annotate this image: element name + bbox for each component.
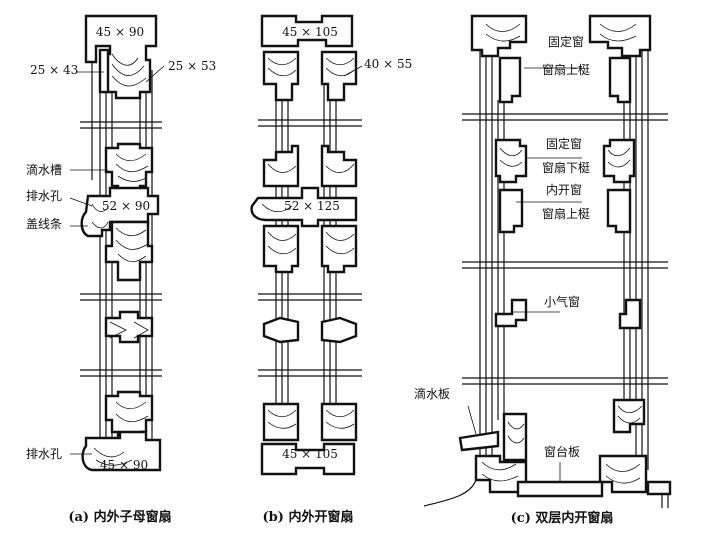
panel-b-glass-bars bbox=[258, 119, 362, 377]
panel-b-bottom-right-sash bbox=[320, 402, 358, 442]
panel-c-sash-top-rail-1: 窗扇上梃 bbox=[542, 62, 590, 77]
panel-a-top-dim: 45 × 90 bbox=[96, 25, 144, 39]
panel-c-sash-top-rail-2: 窗扇上梃 bbox=[542, 206, 590, 221]
panel-b-mid-left-sash bbox=[262, 144, 300, 188]
panel-b: 45 × 105 40 × 55 52 × 125 45 × 105 (b) 内… bbox=[250, 14, 412, 525]
panel-a-right-dim: 25 × 53 bbox=[168, 59, 216, 73]
panel-c-low-left-sash bbox=[502, 412, 528, 462]
panel-c-leaders bbox=[467, 67, 582, 482]
panel-a-glass-bars bbox=[80, 121, 162, 377]
panel-c-wall-outline bbox=[423, 479, 669, 508]
panel-a-mid-member bbox=[80, 186, 160, 238]
panel-c-transom-right bbox=[618, 298, 642, 330]
panel-a-bottom-member bbox=[81, 430, 162, 472]
panel-a-drain-hole-2: 排水孔 bbox=[26, 447, 62, 461]
panel-a-member-2 bbox=[104, 142, 154, 192]
panel-c-low-right-sash bbox=[612, 398, 646, 434]
panel-b-lower-right-sash bbox=[320, 224, 358, 274]
panel-c-fixed-window-2: 固定窗 bbox=[546, 136, 582, 151]
panel-b-mid-left-bead bbox=[262, 316, 300, 344]
panel-a-mid-dim: 52 × 90 bbox=[102, 199, 150, 213]
panel-a-member-4 bbox=[104, 310, 154, 344]
panel-c-caption: (c) 双层内开窗扇 bbox=[511, 510, 614, 526]
panel-c-bottom-right-frame bbox=[598, 454, 648, 494]
panel-b-caption: (b) 内外开窗扇 bbox=[263, 509, 354, 525]
panel-c-top-left-frame bbox=[470, 14, 528, 58]
panel-a: 45 × 90 25 × 43 25 × 53 滴水槽 排水孔 52 × 90 … bbox=[26, 14, 216, 525]
panel-c-top-right-frame bbox=[588, 14, 652, 58]
panel-c-wall-cap bbox=[646, 480, 672, 496]
panel-c-fixed-window-1: 固定窗 bbox=[548, 34, 584, 49]
panel-c-transom-window: 小气窗 bbox=[544, 294, 580, 309]
panel-a-member-3 bbox=[104, 220, 154, 282]
panel-b-bottom-left-sash bbox=[262, 402, 300, 442]
panel-b-top-member bbox=[260, 14, 354, 48]
panel-b-bottom-dim: 45 × 105 bbox=[282, 447, 338, 461]
panel-b-leader bbox=[343, 65, 363, 77]
panel-a-cover-strip: 盖线条 bbox=[26, 217, 62, 231]
panel-c-drip-board bbox=[458, 430, 500, 452]
panel-b-mid-right-sash bbox=[320, 144, 358, 188]
panel-c-mid-right-sash bbox=[602, 138, 636, 184]
panel-c-mid-left-sash bbox=[494, 138, 528, 184]
panel-a-drip-groove: 滴水槽 bbox=[26, 162, 62, 177]
panel-c-upper-right-sash bbox=[608, 56, 632, 104]
panel-c-glass-bars bbox=[462, 113, 668, 385]
panel-c-window-sill bbox=[516, 480, 604, 498]
panel-c-sash-bottom-rail: 窗扇下梃 bbox=[542, 160, 590, 175]
panel-b-mid-dim: 52 × 125 bbox=[284, 199, 340, 213]
panel-b-mid-right-bead bbox=[320, 316, 358, 344]
panel-c-window-sill-label: 窗台板 bbox=[544, 444, 580, 459]
panel-b-right-dim: 40 × 55 bbox=[364, 57, 412, 71]
panel-b-lower-left-sash bbox=[262, 224, 300, 274]
panel-c-transom-left bbox=[494, 298, 528, 328]
panel-b-bottom-member bbox=[260, 442, 356, 476]
panel-a-left-dim: 25 × 43 bbox=[30, 63, 78, 77]
panel-c-drip-board-label: 滴水板 bbox=[414, 386, 450, 401]
panel-c-lower-left-sash bbox=[498, 188, 524, 234]
panel-a-top-member bbox=[84, 14, 158, 100]
panel-c-upper-left-sash bbox=[498, 56, 522, 104]
panel-b-top-dim: 45 × 105 bbox=[282, 25, 338, 39]
panel-b-mid-member bbox=[250, 186, 358, 228]
panel-c-lower-right-sash bbox=[606, 188, 632, 234]
panel-a-leaders bbox=[69, 65, 165, 455]
panel-b-upper-right-sash bbox=[320, 50, 358, 102]
panel-a-bottom-dim: 45 × 90 bbox=[100, 458, 148, 472]
panel-a-caption: (a) 内外子母窗扇 bbox=[68, 509, 171, 525]
panel-b-upper-left-sash bbox=[262, 50, 300, 102]
panel-a-drain-hole-1: 排水孔 bbox=[26, 189, 62, 203]
panel-c: 固定窗 窗扇上梃 固定窗 窗扇下梃 内开窗 窗扇上梃 小气窗 滴水板 窗台板 (… bbox=[414, 14, 672, 526]
panel-c-inward-window: 内开窗 bbox=[546, 183, 582, 197]
panel-c-frame-lines bbox=[479, 16, 649, 470]
